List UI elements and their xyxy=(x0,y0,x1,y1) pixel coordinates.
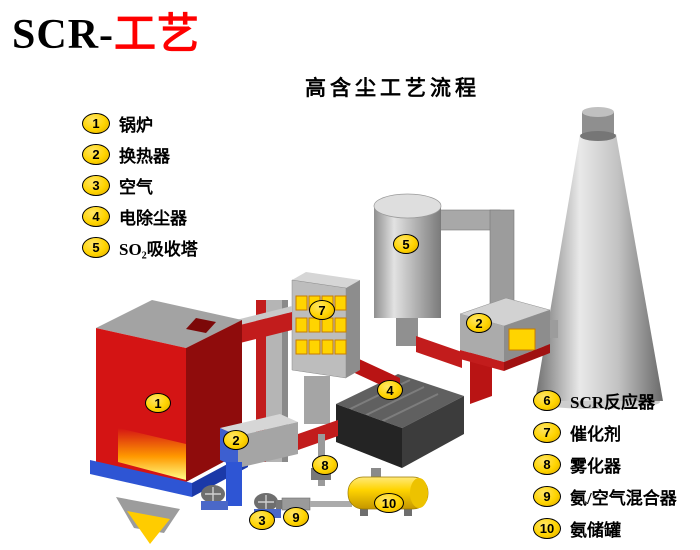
title-prefix: SCR- xyxy=(12,12,115,58)
badge-heat-exchanger-left: 2 xyxy=(223,430,249,450)
badge-mixer: 9 xyxy=(283,507,309,527)
legend-badge: 2 xyxy=(82,144,110,165)
legend-label: 空气 xyxy=(119,178,153,197)
air-fans xyxy=(201,462,281,518)
chimney xyxy=(535,107,663,409)
legend-item-so2-absorber: 5 SO₂吸收塔 xyxy=(82,236,198,259)
legend-label: 催化剂 xyxy=(570,425,621,444)
legend-badge: 9 xyxy=(533,486,561,507)
badge-atomizer: 8 xyxy=(312,455,338,475)
legend-label: 氨/空气混合器 xyxy=(570,489,677,508)
legend-badge: 5 xyxy=(82,237,110,258)
page-title: SCR-工艺 xyxy=(12,12,200,58)
legend-item-ammonia-air-mixer: 9 氨/空气混合器 xyxy=(533,485,677,508)
electrostatic-precipitator xyxy=(336,374,464,468)
legend-label: 锅炉 xyxy=(119,116,153,135)
scr-reactor xyxy=(291,272,360,379)
legend-label: SCR反应器 xyxy=(570,393,656,412)
reactor-outlet-duct xyxy=(304,376,330,424)
legend-badge: 3 xyxy=(82,175,110,196)
legend-badge: 8 xyxy=(533,454,561,475)
duct-absorber-ggh xyxy=(416,336,462,368)
legend-item-esp: 4 电除尘器 xyxy=(82,205,198,228)
legend-left: 1 锅炉 2 换热器 3 空气 4 电除尘器 5 SO₂吸收塔 xyxy=(82,112,198,267)
legend-badge: 7 xyxy=(533,422,561,443)
legend-badge: 6 xyxy=(533,390,561,411)
badge-air: 3 xyxy=(249,510,275,530)
title-suffix: 工艺 xyxy=(114,12,201,58)
legend-item-air: 3 空气 xyxy=(82,174,198,197)
legend-badge: 4 xyxy=(82,206,110,227)
so2-absorber-tower xyxy=(373,193,442,346)
ammonia-air-mixer xyxy=(276,497,352,511)
legend-badge: 10 xyxy=(533,518,561,539)
badge-catalyst: 7 xyxy=(309,300,335,320)
legend-item-scr-reactor: 6 SCR反应器 xyxy=(533,389,677,412)
legend-item-atomizer: 8 雾化器 xyxy=(533,453,677,476)
diagram-title: 高含尘工艺流程 xyxy=(305,76,480,100)
legend-item-catalyst: 7 催化剂 xyxy=(533,421,677,444)
legend-badge: 1 xyxy=(82,113,110,134)
legend-item-ammonia-tank: 10 氨储罐 xyxy=(533,517,677,540)
legend-label: 雾化器 xyxy=(570,457,621,476)
badge-ammonia-tank: 10 xyxy=(374,493,404,513)
legend-item-boiler: 1 锅炉 xyxy=(82,112,198,135)
legend-label: 电除尘器 xyxy=(119,209,187,228)
legend-right: 6 SCR反应器 7 催化剂 8 雾化器 9 氨/空气混合器 10 氨储罐 xyxy=(533,389,677,549)
badge-absorber: 5 xyxy=(393,234,419,254)
duct-boiler-reactor xyxy=(236,306,292,344)
flue-ducts xyxy=(435,209,558,338)
legend-label: SO₂吸收塔 xyxy=(119,240,198,259)
legend-item-heat-exchanger: 2 换热器 xyxy=(82,143,198,166)
legend-label: 氨储罐 xyxy=(570,521,621,540)
badge-heat-exchanger-right: 2 xyxy=(466,313,492,333)
badge-boiler: 1 xyxy=(145,393,171,413)
badge-esp: 4 xyxy=(377,380,403,400)
legend-label: 换热器 xyxy=(119,147,170,166)
